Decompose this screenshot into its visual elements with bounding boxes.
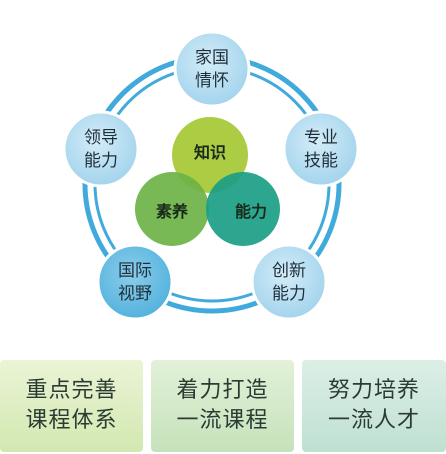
center-circle-knowledge — [172, 117, 248, 193]
center-label-ability: 能力 — [235, 202, 267, 221]
svg-text:国际: 国际 — [118, 261, 152, 281]
node-leadership: 领导 能力 — [62, 110, 140, 188]
svg-text:专业: 专业 — [304, 128, 338, 148]
card-curriculum-system: 重点完善 课程体系 — [0, 360, 143, 452]
card-first-class-talent: 努力培养 一流人才 — [302, 360, 446, 452]
center-label-knowledge: 知识 — [194, 143, 226, 162]
center-circle-ability — [206, 172, 280, 246]
node-international-vision: 国际 视野 — [96, 243, 174, 321]
card-line-1: 重点完善 — [25, 378, 118, 403]
svg-text:能力: 能力 — [272, 284, 306, 304]
svg-text:技能: 技能 — [304, 151, 338, 171]
card-line-1: 着力打造 — [176, 378, 269, 403]
card-line-2: 一流人才 — [327, 408, 420, 433]
center-label-literacy: 素养 — [156, 202, 189, 221]
competency-diagram: 家国 情怀 专业 技能 创新 能力 国际 视野 领导 能力 知识 素养 能力 — [62, 30, 360, 321]
svg-text:情怀: 情怀 — [195, 71, 229, 91]
node-innovation-ability: 创新 能力 — [250, 243, 328, 321]
svg-text:创新: 创新 — [272, 261, 306, 281]
svg-text:家国: 家国 — [195, 48, 229, 68]
card-line-1: 努力培养 — [327, 378, 420, 403]
node-professional-skills: 专业 技能 — [282, 110, 360, 188]
goal-cards: 重点完善 课程体系 着力打造 一流课程 努力培养 一流人才 — [0, 360, 446, 454]
card-line-2: 课程体系 — [25, 408, 118, 433]
svg-text:能力: 能力 — [84, 151, 118, 171]
svg-text:视野: 视野 — [118, 284, 152, 304]
svg-text:领导: 领导 — [84, 128, 118, 148]
center-circle-literacy — [135, 172, 209, 246]
card-first-class-courses: 着力打造 一流课程 — [151, 360, 294, 452]
node-family-country: 家国 情怀 — [173, 30, 251, 108]
card-line-2: 一流课程 — [176, 408, 269, 433]
